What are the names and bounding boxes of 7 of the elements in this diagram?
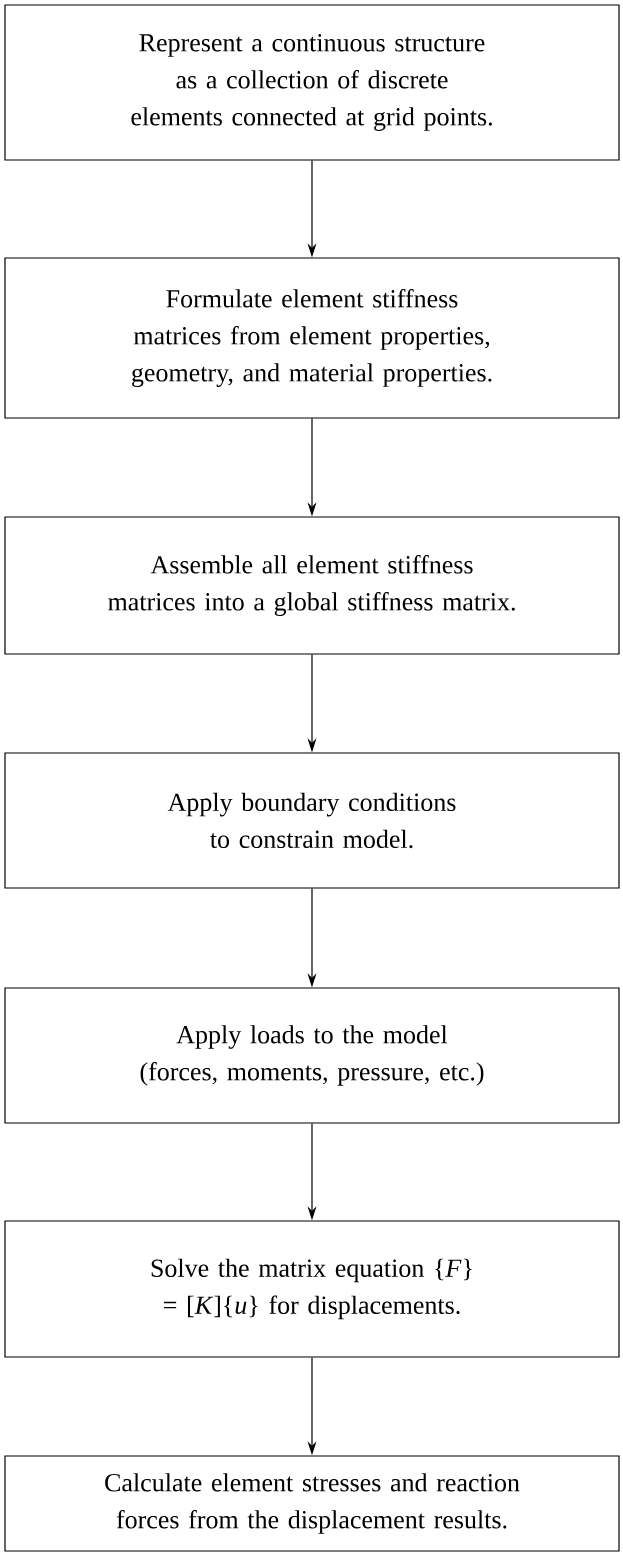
process-box: Solve the matrix equation {F} = [K]{u} for displacements. [4, 1220, 620, 1358]
process-box: Calculate element stresses and reaction forces from the displacement results. [4, 1455, 620, 1552]
process-box: Assemble all element stiffness matrices into a global stiffness matrix. [4, 516, 620, 655]
process-box: Represent a continuous structure as a collection of discrete elements connected at grid points. [4, 4, 620, 161]
process-box: Formulate element stiffness matrices from element properties, geometry, and material properties. [4, 257, 620, 419]
process-box: Apply boundary conditions to constrain model. [4, 752, 620, 889]
process-box: Apply loads to the model (forces, moments, pressure, etc.) [4, 987, 620, 1124]
